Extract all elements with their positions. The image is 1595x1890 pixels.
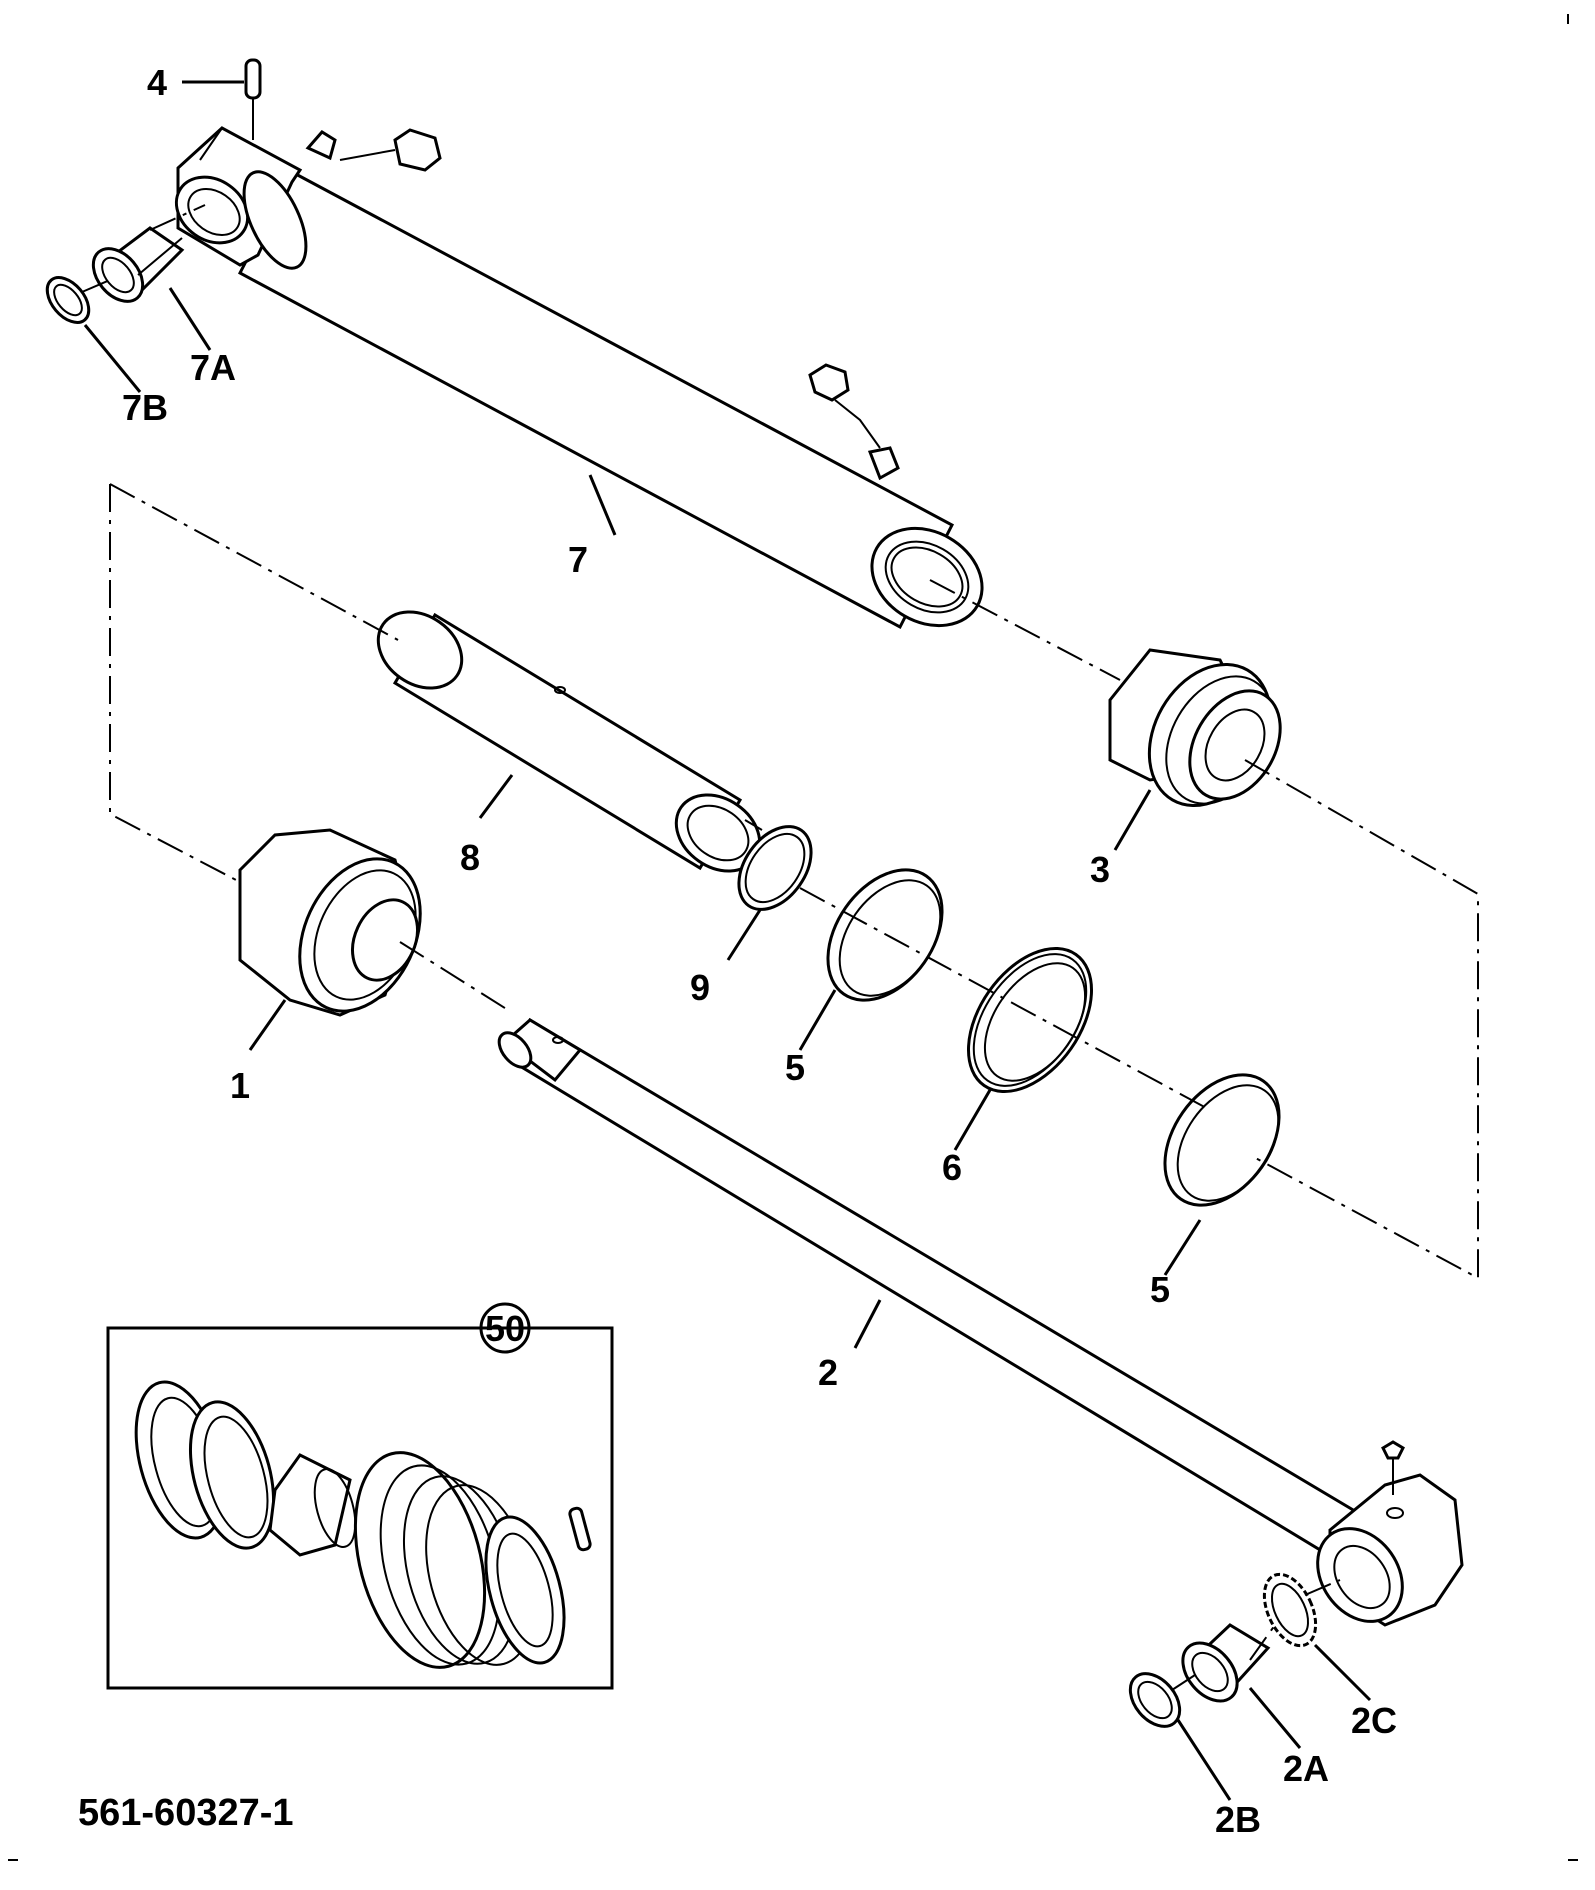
- part-label-2: 2: [818, 1352, 838, 1393]
- toothed-ring-part-2c: [1262, 1572, 1318, 1648]
- part-label-2b: 2B: [1215, 1799, 1261, 1840]
- kit-label: 50: [485, 1308, 525, 1349]
- kit-label-circle: [479, 1302, 531, 1354]
- drawing-code: 561-60327-1: [78, 1792, 294, 1834]
- part-label-2c: 2C: [1351, 1700, 1397, 1741]
- part-label-4: 4: [147, 62, 167, 103]
- assembly-lines: [81, 204, 1479, 1691]
- gland-part-3: [1108, 648, 1282, 808]
- corner-marks: [8, 14, 1578, 1861]
- leader-lines: [83, 80, 1372, 1801]
- part-label-8: 8: [460, 837, 480, 878]
- wear-ring-part-5-lower: [1163, 1073, 1281, 1207]
- part-label-3: 3: [1090, 849, 1110, 890]
- bushing-part-7a: [91, 226, 185, 303]
- part-label-5-upper: 5: [785, 1047, 805, 1088]
- part-label-5-lower: 5: [1150, 1269, 1170, 1310]
- piston-seal-part-6: [966, 946, 1094, 1094]
- part-label-2a: 2A: [1283, 1748, 1329, 1789]
- seal-ring-part-2b: [1128, 1672, 1182, 1728]
- part-label-9: 9: [690, 967, 710, 1008]
- seal-ring-part-7b: [45, 276, 91, 324]
- part-label-7: 7: [568, 539, 588, 580]
- part-label-1: 1: [230, 1065, 250, 1106]
- seal-kit-inset: [106, 1326, 614, 1690]
- cylinder-barrel-part: [174, 126, 984, 630]
- part-label-7a: 7A: [190, 347, 236, 388]
- spacer-tube-part-8: [376, 610, 762, 873]
- o-ring-part-9: [737, 825, 813, 911]
- piston-rod-part-2: [497, 1017, 1464, 1627]
- part-label-6: 6: [942, 1147, 962, 1188]
- bushing-part-2a: [1181, 1623, 1271, 1703]
- piston-part-1: [238, 828, 422, 1017]
- pin-part-4: [244, 58, 262, 140]
- part-label-7b: 7B: [122, 387, 168, 428]
